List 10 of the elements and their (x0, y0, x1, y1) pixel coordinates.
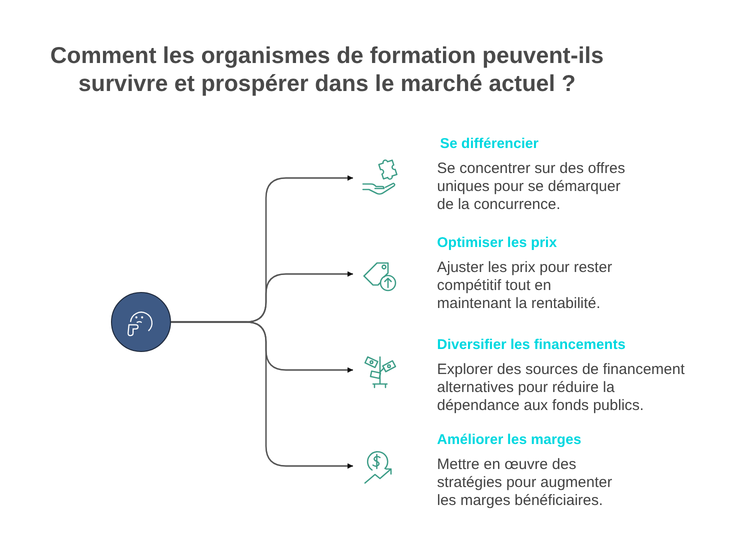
item-heading: Optimiser les prix (437, 235, 557, 252)
item-description: Explorer des sources de financement alternatives pour réduire la dépendance aux fonds publics. (437, 361, 686, 415)
title: Comment les organismes de formation peuvent-ils survivre et prospérer dans le marché actuel ? (49, 41, 605, 97)
item-description: Mettre en œuvre des stratégies pour augmenter les marges bénéficiaires. (437, 456, 614, 510)
arrow (171, 321, 353, 469)
item-heading: Se différencier (440, 136, 539, 153)
item-heading: Améliorer les marges (437, 432, 582, 449)
item-description: Ajuster les prix pour rester compétitif tout en maintenant la rentabilité. (437, 259, 614, 313)
item-heading: Diversifier les financements (437, 337, 626, 354)
item-description: Se concentrer sur des offres uniques pour se démarquer de la concurrence. (437, 160, 626, 214)
